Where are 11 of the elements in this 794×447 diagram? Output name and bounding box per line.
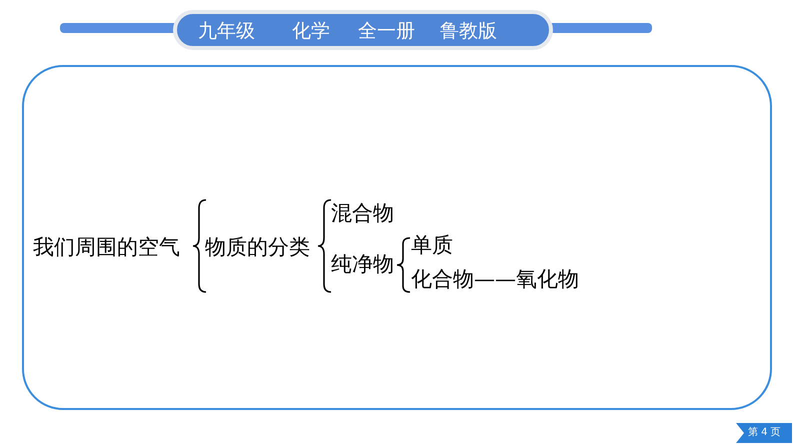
category-label: 化合物——氧化物 [411, 267, 579, 291]
category-label: 物质的分类 [205, 235, 310, 259]
category-label: 纯净物 [331, 252, 394, 276]
page-number: 第 4 页 [748, 426, 781, 440]
topic-label: 我们周围的空气 [33, 235, 180, 259]
category-label: 混合物 [331, 201, 394, 225]
grade-label: 九年级 [198, 20, 255, 42]
edition-label: 鲁教版 [440, 20, 497, 42]
subject-label: 化学 [292, 20, 330, 42]
volume-label: 全一册 [358, 20, 415, 42]
category-label: 单质 [411, 233, 453, 257]
